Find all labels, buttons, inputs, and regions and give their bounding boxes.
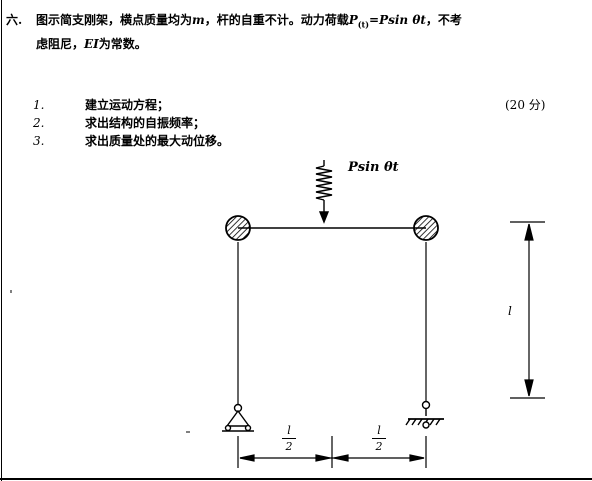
task-number: 3. xyxy=(33,134,45,148)
fraction-denominator: 2 xyxy=(375,440,383,453)
span-label-left: l 2 xyxy=(282,424,296,453)
spring-load-icon xyxy=(315,160,333,224)
load-equation: =Psin θt xyxy=(369,13,426,27)
fraction-numerator: l xyxy=(377,424,381,437)
task-number: 2. xyxy=(33,116,45,130)
task-item-1: 1. 建立运动方程； xyxy=(33,96,169,113)
problem-text-d: 虑阻尼， xyxy=(36,37,85,52)
problem-text-c: ，不考 xyxy=(425,13,462,27)
height-label: l xyxy=(508,304,512,318)
task-text: 建立运动方程； xyxy=(85,98,170,112)
problem-line-1: 六. 图示简支刚架，横点质量均为m，杆的自重不计。动力荷载P(t)=Psin θt… xyxy=(6,10,586,34)
problem-line-2: 虑阻尼，EI为常数。 xyxy=(6,34,586,54)
task-text: 求出质量处的最大动位移。 xyxy=(85,134,230,148)
task-item-2: 2. 求出结构的自振频率； xyxy=(33,114,205,131)
roller-support-icon xyxy=(405,400,444,429)
span-label-right: l 2 xyxy=(372,424,386,453)
ei-symbol: EI xyxy=(84,37,99,52)
mass-left-icon xyxy=(225,215,251,241)
height-dimension xyxy=(510,221,545,399)
task-number: 1. xyxy=(33,98,45,112)
fraction-bar xyxy=(372,438,386,439)
mass-right-icon xyxy=(413,215,439,241)
span-dimension xyxy=(237,436,427,468)
score-label: (20 分) xyxy=(505,98,546,112)
page-bottom-border xyxy=(0,478,592,480)
task-item-3: 3. 求出质量处的最大动位移。 xyxy=(33,132,229,149)
fraction-bar xyxy=(282,438,296,439)
load-subscript: (t) xyxy=(357,19,370,30)
fraction-denominator: 2 xyxy=(285,440,293,453)
task-text: 求出结构的自振频率； xyxy=(85,116,206,130)
problem-text-e: 为常数。 xyxy=(98,37,147,52)
pin-support-icon xyxy=(222,403,254,432)
page-left-border xyxy=(1,0,2,481)
problem-statement: 六. 图示简支刚架，横点质量均为m，杆的自重不计。动力荷载P(t)=Psin θt… xyxy=(6,10,586,54)
problem-text-b: ，杆的自重不计。动力荷载 xyxy=(204,13,349,27)
mass-symbol: m xyxy=(192,13,205,27)
fraction-numerator: l xyxy=(287,424,291,437)
problem-number: 六. xyxy=(6,13,23,27)
load-label: Psin θt xyxy=(348,160,399,175)
problem-text-a: 图示简支刚架，横点质量均为 xyxy=(36,13,193,27)
load-symbol: P xyxy=(348,13,358,27)
